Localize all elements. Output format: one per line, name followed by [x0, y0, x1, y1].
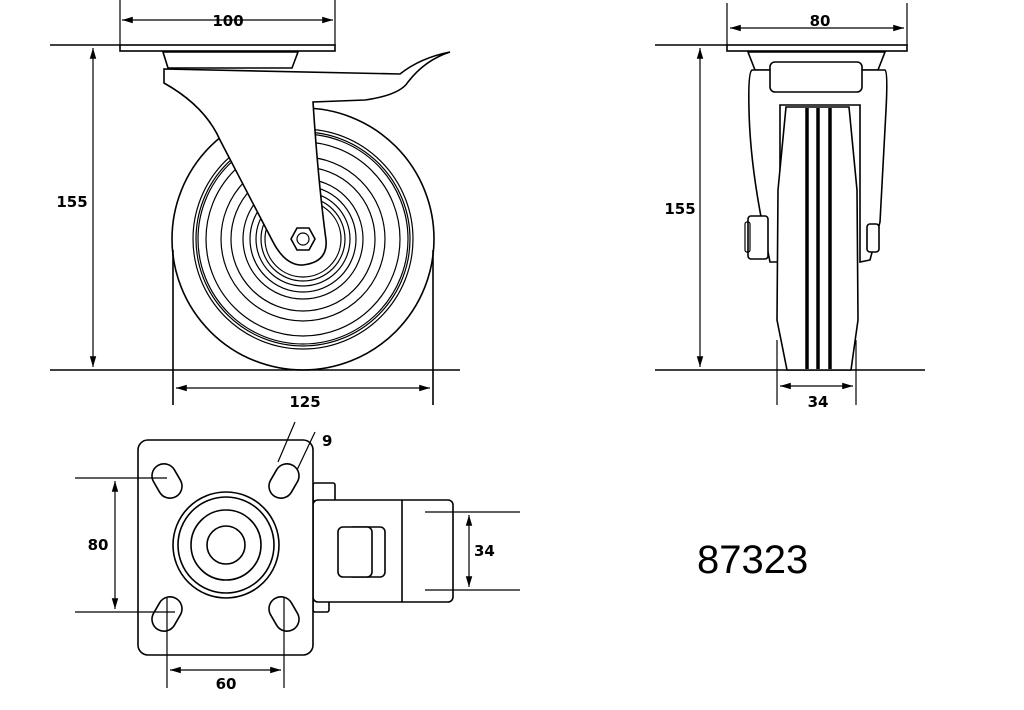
top-view: 80 60 9 34 [75, 421, 520, 693]
brake-pedal [337, 526, 373, 578]
model-number: 87323 [697, 538, 808, 582]
top-plate [119, 44, 336, 52]
side-height-label: 155 [56, 193, 87, 211]
side-view: 100 155 125 [50, 0, 460, 411]
slot-width-label: 9 [322, 432, 332, 450]
hole-spacing-horizontal-label: 60 [216, 675, 237, 693]
front-wheel-width-label: 34 [808, 393, 829, 411]
mounting-plate [137, 439, 314, 656]
front-height-label: 155 [664, 200, 695, 218]
wheel-diameter-label: 125 [289, 393, 320, 411]
axle-nut-icon [290, 227, 316, 251]
axle-nut-icon [747, 215, 769, 260]
front-view: 80 155 34 [655, 3, 925, 411]
front-plate-width-label: 80 [810, 12, 831, 30]
side-plate-width-label: 100 [212, 12, 243, 30]
hole-spacing-vertical-label: 80 [88, 536, 109, 554]
fork-and-brake-lever [163, 51, 451, 266]
top-wheel-width-label: 34 [474, 542, 495, 560]
